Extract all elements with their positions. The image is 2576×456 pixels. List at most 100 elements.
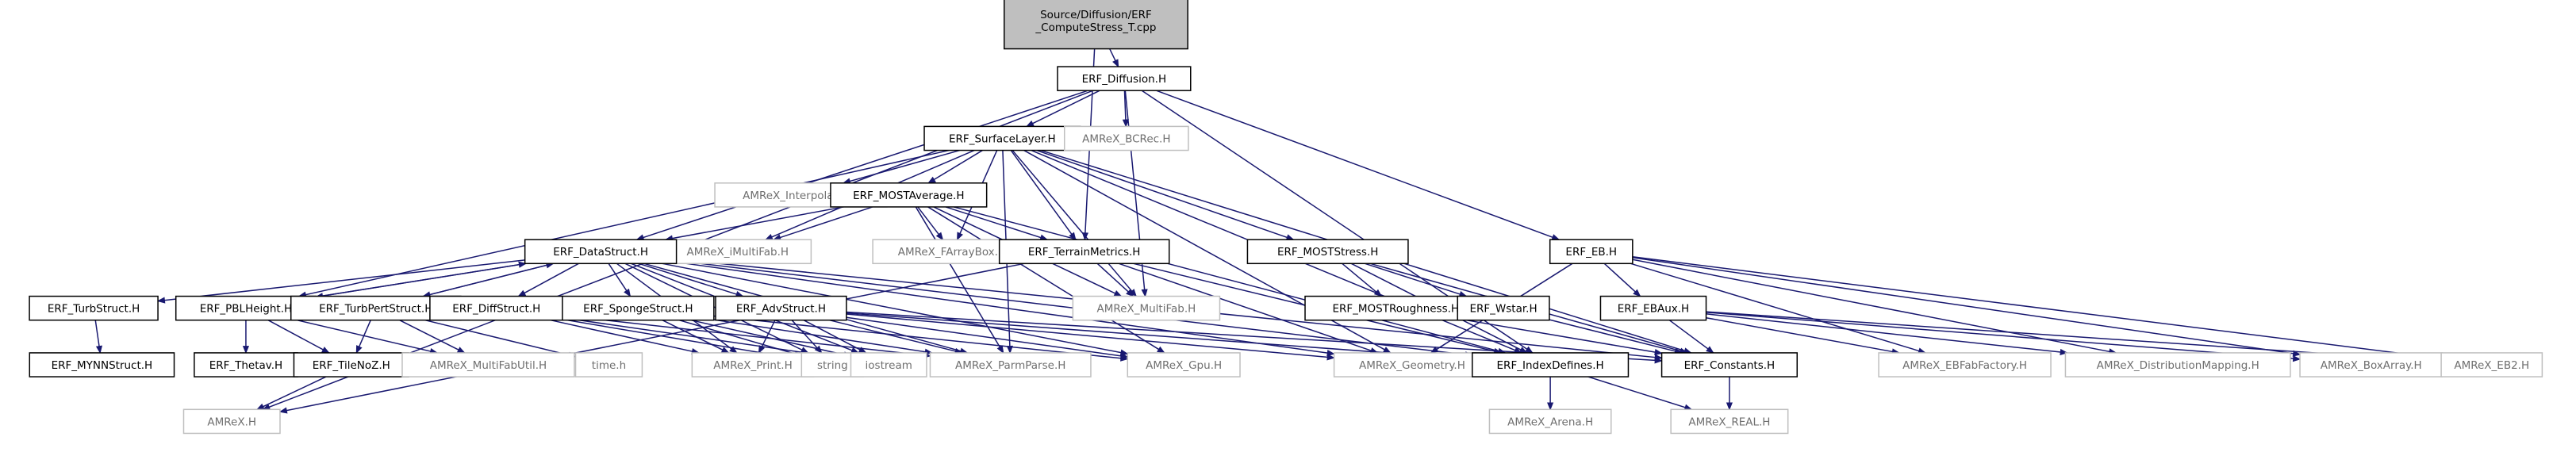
edge-line — [803, 320, 866, 354]
edge-surfacelayer-to-interpolater — [842, 149, 960, 185]
node-box — [574, 352, 643, 377]
node-ebfabfactory: AMReX_EBFabFactory.H — [1878, 352, 2052, 377]
node-box — [182, 408, 281, 435]
node-datastruct[interactable]: ERF_DataStruct.H — [524, 239, 678, 265]
node-label: AMReX_Gpu.H — [1146, 359, 1222, 372]
node-box — [429, 295, 564, 321]
node-advstruct[interactable]: ERF_AdvStruct.H — [715, 295, 847, 321]
node-label: AMReX_MultiFab.H — [1097, 303, 1196, 316]
node-label: ERF_Thetav.H — [209, 359, 282, 372]
arrowhead-icon — [927, 176, 936, 184]
node-label: ERF_TileNoZ.H — [313, 359, 390, 372]
edge-line — [662, 262, 1128, 354]
edge-line — [846, 313, 1334, 358]
arrowhead-icon — [2292, 350, 2302, 357]
node-diffstruct[interactable]: ERF_DiffStruct.H — [429, 295, 564, 321]
edge-diffusion-to-surfacelayer — [1025, 90, 1100, 128]
node-turbstruct[interactable]: ERF_TurbStruct.H — [29, 295, 159, 321]
node-box — [1599, 295, 1707, 321]
edge-line — [638, 262, 743, 297]
edge-eb-to-boxarray — [1632, 257, 2302, 357]
edge-line — [1587, 376, 1692, 411]
node-mostroughness[interactable]: ERF_MOSTRoughness.H — [1304, 295, 1488, 321]
node-label: Source/Diffusion/ERF — [1040, 9, 1152, 21]
edge-diffusion-to-datastruct — [635, 90, 1088, 241]
node-label: ERF_EBAux.H — [1618, 303, 1689, 316]
node-box — [1304, 295, 1488, 321]
edge-surfacelayer-to-multifab — [1012, 150, 1138, 297]
node-spongestruct[interactable]: ERF_SpongeStruct.H — [562, 295, 715, 321]
arrowhead-icon — [1122, 119, 1129, 128]
edge-diffusion-to-eb — [1156, 90, 1561, 240]
edge-terrainmetrics-to-amrexh — [278, 262, 1025, 414]
node-moststress[interactable]: ERF_MOSTStress.H — [1246, 239, 1409, 265]
node-label: ERF_MYNNStruct.H — [52, 359, 153, 372]
edge-line — [915, 206, 1004, 354]
node-box — [830, 182, 988, 208]
edge-line — [927, 206, 1165, 354]
arrowhead-icon — [2060, 348, 2068, 356]
edge-line — [297, 319, 438, 354]
nodes-layer: Source/Diffusion/ERF_ComputeStress_T.cpp… — [29, 0, 2543, 435]
arrowhead-icon — [1633, 289, 1641, 297]
node-distmapping: AMReX_DistributionMapping.H — [2064, 352, 2291, 377]
node-eb[interactable]: ERF_EB.H — [1549, 239, 1634, 265]
edge-eb-to-ebaux — [1603, 262, 1641, 297]
node-diffusion[interactable]: ERF_Diffusion.H — [1057, 66, 1192, 91]
node-eb2: AMReX_EB2.H — [2440, 352, 2543, 377]
node-mostaverage[interactable]: ERF_MOSTAverage.H — [830, 182, 988, 208]
edge-spongestruct-to-string — [678, 319, 803, 358]
edge-datastruct-to-turbstruct — [156, 259, 525, 304]
node-tilenoz[interactable]: ERF_TileNoZ.H — [293, 352, 409, 377]
node-wstar[interactable]: ERF_Wstar.H — [1457, 295, 1550, 321]
node-box — [1003, 0, 1188, 50]
node-gpu: AMReX_Gpu.H — [1127, 352, 1241, 377]
arrowhead-icon — [1654, 357, 1663, 364]
node-label: AMReX_MultiFabUtil.H — [430, 359, 547, 372]
node-label: iostream — [866, 359, 912, 372]
node-label: ERF_Wstar.H — [1469, 303, 1537, 316]
edge-turbpertstruct-to-multifabutil — [399, 320, 466, 354]
node-mynnstruct[interactable]: ERF_MYNNStruct.H — [29, 352, 175, 377]
node-thetav[interactable]: ERF_Thetav.H — [194, 352, 298, 377]
edge-turbpertstruct-to-datastruct — [423, 262, 555, 297]
node-terrainmetrics[interactable]: ERF_TerrainMetrics.H — [998, 239, 1170, 265]
arrowhead-icon — [1654, 349, 1663, 356]
edge-indexdefines-to-real — [1587, 376, 1693, 411]
node-constants[interactable]: ERF_Constants.H — [1660, 352, 1799, 377]
node-indexdefines[interactable]: ERF_IndexDefines.H — [1471, 352, 1630, 377]
node-label: AMReX_Arena.H — [1507, 416, 1593, 428]
node-ebaux[interactable]: ERF_EBAux.H — [1599, 295, 1707, 321]
node-box — [401, 352, 575, 377]
node-label: time.h — [592, 359, 626, 372]
node-real: AMReX_REAL.H — [1670, 408, 1789, 435]
node-box — [1457, 295, 1550, 321]
node-label: AMReX_EB2.H — [2454, 359, 2529, 372]
edge-line — [1630, 262, 1926, 354]
edge-diffusion-to-bcrec — [1122, 90, 1129, 128]
node-box — [29, 352, 175, 377]
edge-line — [678, 319, 802, 357]
edge-line — [713, 319, 932, 354]
edge-line — [298, 149, 950, 297]
node-parmparse: AMReX_ParmParse.H — [929, 352, 1092, 377]
arrowhead-icon — [1129, 289, 1138, 297]
node-label: ERF_Constants.H — [1684, 359, 1776, 372]
edge-line — [636, 90, 1088, 240]
arrowhead-icon — [957, 232, 963, 241]
edge-line — [843, 149, 960, 184]
arrowhead-icon — [1525, 346, 1534, 354]
edge-mostaverage-to-terrainmetrics — [945, 206, 1049, 241]
node-arena: AMReX_Arena.H — [1488, 408, 1612, 435]
edge-line — [1603, 262, 1641, 297]
arrowhead-icon — [1113, 290, 1123, 297]
node-box — [998, 239, 1170, 265]
node-label: ERF_TurbStruct.H — [48, 303, 140, 316]
edge-line — [829, 319, 962, 354]
node-label: ERF_AdvStruct.H — [736, 303, 826, 316]
node-root[interactable]: Source/Diffusion/ERF_ComputeStress_T.cpp — [1003, 0, 1188, 50]
node-iostream: iostream — [850, 352, 927, 377]
edge-line — [1365, 262, 1467, 297]
node-surfacelayer[interactable]: ERF_SurfaceLayer.H — [923, 125, 1081, 151]
arrowhead-icon — [517, 289, 527, 297]
